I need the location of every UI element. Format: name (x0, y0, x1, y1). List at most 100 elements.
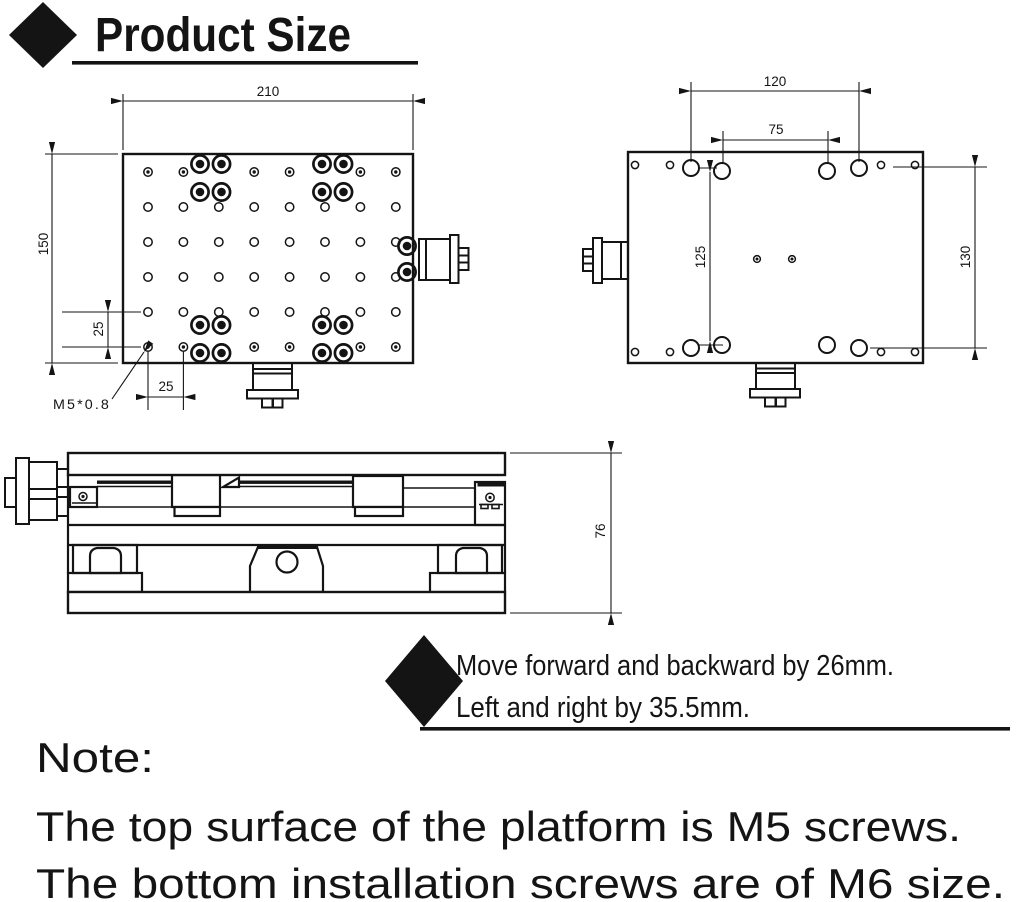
dim-75-label: 75 (768, 122, 783, 137)
top-view-holes (143, 167, 401, 352)
hole (211, 343, 232, 363)
bottom-view: 120 75 125 130 (582, 74, 987, 408)
hole (312, 182, 332, 202)
hole (287, 170, 292, 174)
hole (850, 159, 868, 177)
hole (665, 160, 675, 170)
hole (211, 315, 232, 335)
hole (178, 272, 189, 282)
dim-76-label: 76 (593, 523, 608, 538)
dim-130-label: 130 (958, 246, 973, 269)
hole (355, 202, 366, 212)
hole (682, 159, 700, 177)
hole (713, 162, 731, 180)
hole (190, 182, 210, 202)
dim-150-label: 150 (36, 233, 51, 256)
hole (312, 315, 332, 335)
hole (213, 272, 224, 282)
hole (181, 345, 186, 349)
side-view: 76 (4, 441, 622, 625)
hole (195, 159, 205, 169)
dim-25-col-label: 25 (158, 379, 173, 394)
hole (390, 202, 401, 212)
top-view-x-knob (418, 234, 470, 284)
hole (217, 187, 226, 197)
hole (195, 187, 205, 197)
title-section: Product Size (9, 2, 418, 68)
hole (390, 307, 401, 317)
hole (333, 315, 354, 335)
hole (630, 160, 640, 170)
hole (217, 159, 226, 169)
hole (850, 339, 868, 357)
hole (143, 237, 153, 247)
hole (790, 257, 794, 261)
hole (178, 202, 189, 212)
hole (339, 348, 348, 358)
hole (333, 154, 354, 174)
dim-25-row-label: 25 (91, 321, 106, 336)
side-view-dimensions: 76 (510, 441, 622, 625)
dim-120-label: 120 (764, 74, 787, 89)
note-diamond-icon (385, 635, 463, 727)
hole (249, 307, 260, 317)
hole (339, 159, 348, 169)
hole (358, 170, 363, 174)
note-line1: The top surface of the platform is M5 sc… (36, 803, 961, 850)
title-underline (72, 61, 418, 65)
bottom-view-x-knob (582, 237, 629, 284)
hole (333, 182, 354, 202)
carriage-block (170, 473, 222, 509)
hole (190, 315, 210, 335)
movement-note-line2: Left and right by 35.5mm. (456, 692, 750, 724)
top-view-screws (190, 154, 417, 363)
bottom-view-y-knob (749, 363, 801, 408)
hole (320, 202, 330, 212)
hole (317, 159, 327, 169)
rail-segment (237, 480, 353, 484)
center-hole (275, 550, 299, 574)
hole (213, 202, 224, 212)
note-heading: Note: (36, 734, 154, 781)
hole (287, 345, 292, 349)
dim-125-label: 125 (693, 246, 708, 269)
hole (211, 154, 232, 174)
carriage-block (351, 474, 405, 509)
hole (320, 307, 330, 317)
hole (339, 187, 348, 197)
hole (252, 345, 256, 349)
hole (211, 182, 232, 202)
hole (213, 307, 224, 317)
side-top-plate (66, 451, 507, 477)
hole (195, 348, 205, 358)
hole (252, 170, 256, 174)
hole (312, 343, 332, 363)
hole (312, 154, 332, 174)
thread-callout-label: M5*0.8 (53, 397, 111, 412)
hole (143, 272, 153, 282)
hole (249, 202, 260, 212)
hole (143, 307, 153, 317)
hole (355, 237, 366, 247)
hole (339, 320, 348, 330)
hole (317, 348, 327, 358)
side-bottom-plate (66, 590, 507, 615)
top-view-dimensions: 210 150 25 25 M5*0.8 (36, 84, 425, 412)
hole (249, 272, 260, 282)
hole (249, 237, 260, 247)
hole (818, 336, 836, 354)
hole (402, 267, 412, 277)
hole (402, 241, 412, 251)
hole (284, 202, 295, 212)
hole (320, 237, 330, 247)
hole (394, 170, 398, 174)
hole (317, 320, 327, 330)
top-view: 210 150 25 25 M5*0.8 (36, 84, 470, 412)
hole (333, 343, 354, 363)
hole (910, 347, 920, 357)
hole (178, 237, 189, 247)
hole (320, 272, 330, 282)
right-end-block (473, 480, 507, 527)
